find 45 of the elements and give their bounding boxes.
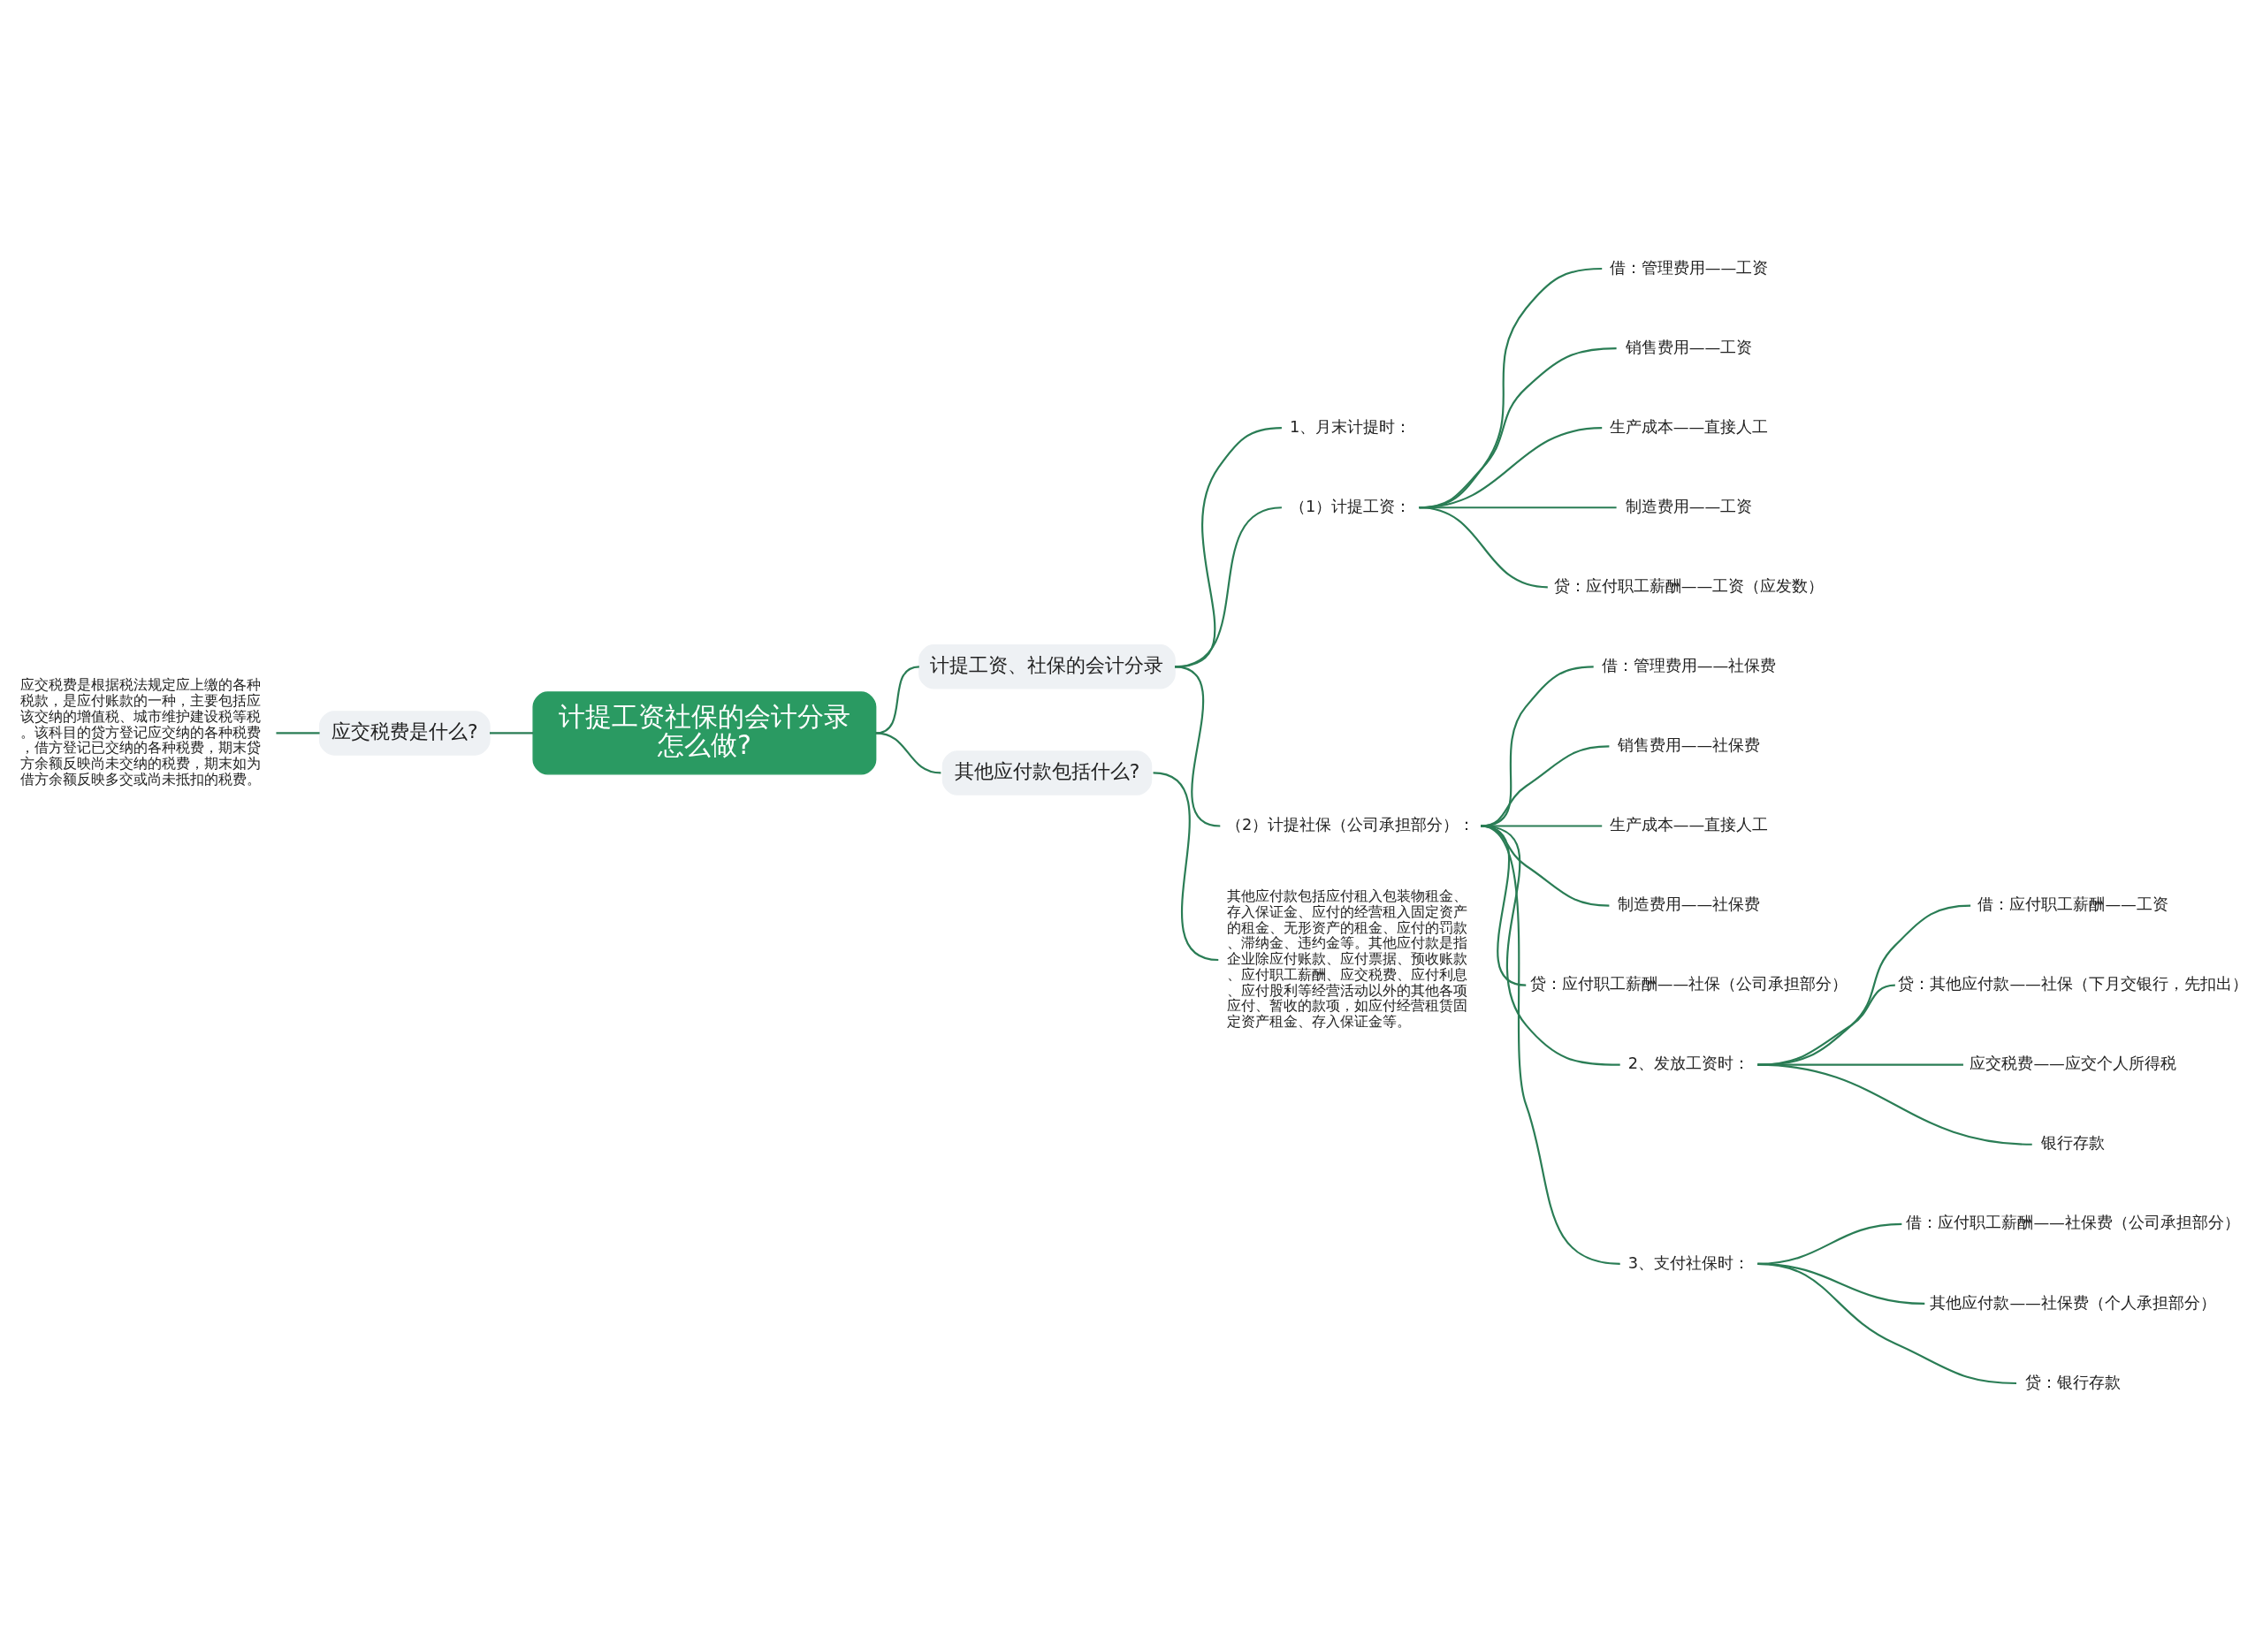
node-text: 借：应付职工薪酬——工资 [1977,895,2168,914]
connector [490,732,534,735]
node-text: 2、发放工资时： [1627,1054,1750,1073]
node-text: 借：管理费用——工资 [1609,258,1769,277]
connector [875,732,941,774]
node-text: （1）计提工资： [1290,497,1412,515]
connector [1481,745,1610,827]
connector [1757,1063,2032,1146]
connector [1175,427,1282,668]
connector [1480,825,1620,1265]
connector [1757,1262,2016,1385]
connector [1481,825,1610,907]
node-box: 计提工资社保的会计分录怎么做? [532,691,877,775]
connector [1481,825,1603,827]
node-text: 应交税费是根据税法规定应上缴的各种税款，是应付账款的一种，主要包括应该交纳的增值税、城市维护建设税等税。该科目的贷方登记应交纳的各种税费，借方登记已交纳的各种税费，期末贷方余额反映尚未交纳的税费，期末如为借方余额反映多交或尚未抵扣的税费。 [20,676,262,788]
node-text: 借：应付职工薪酬——社保费（公司承担部分） [1906,1214,2240,1232]
node-box: 计提工资、社保的会计分录 [918,644,1176,689]
node-box: 其他应付款包括什么? [941,750,1153,796]
node-text: 贷：银行存款 [2025,1373,2122,1391]
node-text: 销售费用——工资 [1625,338,1753,356]
node-text: 贷：应付职工薪酬——社保（公司承担部分） [1529,975,1848,993]
connector [1174,666,1221,827]
node-text: 应交税费——应交个人所得税 [1970,1054,2176,1073]
connector [875,666,919,735]
connector [1757,904,1971,1066]
connector [1419,506,1548,589]
node-text: 银行存款 [2041,1134,2106,1153]
node-text: 制造费用——社保费 [1617,895,1761,914]
node-text: 制造费用——工资 [1625,497,1753,515]
connector [1480,825,1620,1066]
node-text: 贷：应付职工薪酬——工资（应发数） [1553,576,1825,595]
node-text: 生产成本——直接人工 [1609,816,1769,834]
connector [1757,984,1895,1066]
connector [276,732,320,735]
node-text: 销售费用——社保费 [1617,736,1761,755]
node-text: 生产成本——直接人工 [1609,417,1769,436]
node-text: 其他应付款——社保费（个人承担部分） [1930,1293,2216,1312]
node-box: 应交税费是什么? [318,711,491,756]
node-text: 贷：其他应付款——社保（下月交银行，先扣出） [1898,975,2248,993]
node-text: 1、月末计提时： [1290,417,1412,436]
node-text: 3、支付社保时： [1627,1253,1750,1272]
node-text: 其他应付款包括应付租入包装物租金、存入保证金、应付的经营租入固定资产的租金、无形资产的租金、应付的罚款、滞纳金、违约金等。其他应付款是指企业除应付账款、应付票据、预收账款、应付职工薪酬、应交税费、应付利息、应付股利等经营活动以外的其他各项应付、暂收的款项，如应付经营租赁固定资产租金、存入保证金等。 [1226,887,1467,1031]
node-text: （2）计提社保（公司承担部分）： [1226,816,1475,834]
connector [1153,772,1219,962]
node-text: 借：管理费用——社保费 [1601,657,1777,674]
